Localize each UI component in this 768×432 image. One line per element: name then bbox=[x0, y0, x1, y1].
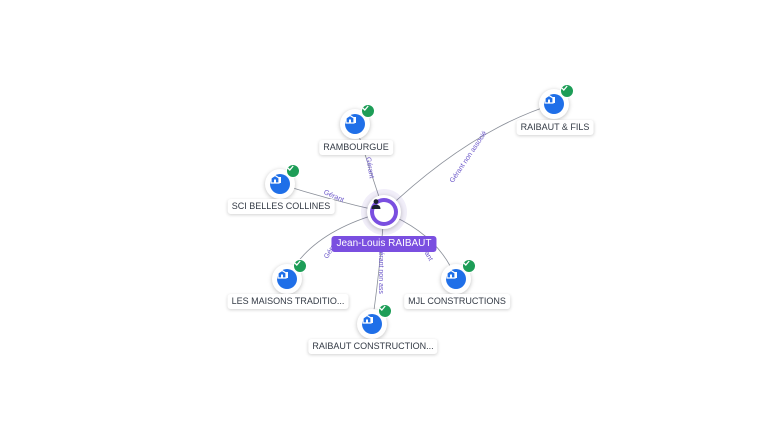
company-label-rambourgue[interactable]: RAMBOURGUE bbox=[319, 140, 393, 155]
edge-raibaut-fils bbox=[383, 103, 555, 213]
verified-check-icon bbox=[560, 84, 574, 98]
company-label-raibaut-fils[interactable]: RAIBAUT & FILS bbox=[516, 120, 594, 135]
company-label-mjl-constructions[interactable]: MJL CONSTRUCTIONS bbox=[404, 294, 510, 309]
verified-check-icon bbox=[361, 104, 375, 118]
company-label-les-maisons-traditio[interactable]: LES MAISONS TRADITIO... bbox=[227, 294, 349, 309]
person-icon bbox=[371, 199, 394, 222]
company-node-rambourgue[interactable] bbox=[340, 104, 375, 139]
building-icon bbox=[544, 94, 564, 114]
company-node-raibaut-fils[interactable] bbox=[539, 84, 574, 119]
person-node[interactable] bbox=[367, 195, 401, 229]
company-node-raibaut-construction[interactable] bbox=[357, 304, 392, 339]
company-node-les-maisons-traditio[interactable] bbox=[272, 259, 307, 294]
company-label-sci-belles-collines[interactable]: SCI BELLES COLLINES bbox=[227, 199, 335, 214]
building-icon bbox=[270, 174, 290, 194]
verified-check-icon bbox=[286, 164, 300, 178]
person-name-label[interactable]: Jean-Louis RAIBAUT bbox=[331, 236, 437, 252]
verified-check-icon bbox=[293, 259, 307, 273]
edge-label-rambourgue: Gérant bbox=[364, 157, 375, 179]
building-icon bbox=[277, 269, 297, 289]
building-icon bbox=[362, 314, 382, 334]
company-label-raibaut-construction[interactable]: RAIBAUT CONSTRUCTION... bbox=[308, 339, 438, 354]
company-node-mjl-constructions[interactable] bbox=[441, 259, 476, 294]
verified-check-icon bbox=[378, 304, 392, 318]
building-icon bbox=[446, 269, 466, 289]
company-node-sci-belles-collines[interactable] bbox=[265, 164, 300, 199]
person-node-ring bbox=[370, 198, 398, 226]
edge-label-raibaut-construction: Gérant non ass bbox=[377, 246, 384, 294]
building-icon bbox=[345, 114, 365, 134]
verified-check-icon bbox=[462, 259, 476, 273]
edge-label-raibaut-fils: Gérant non associé bbox=[449, 130, 489, 184]
